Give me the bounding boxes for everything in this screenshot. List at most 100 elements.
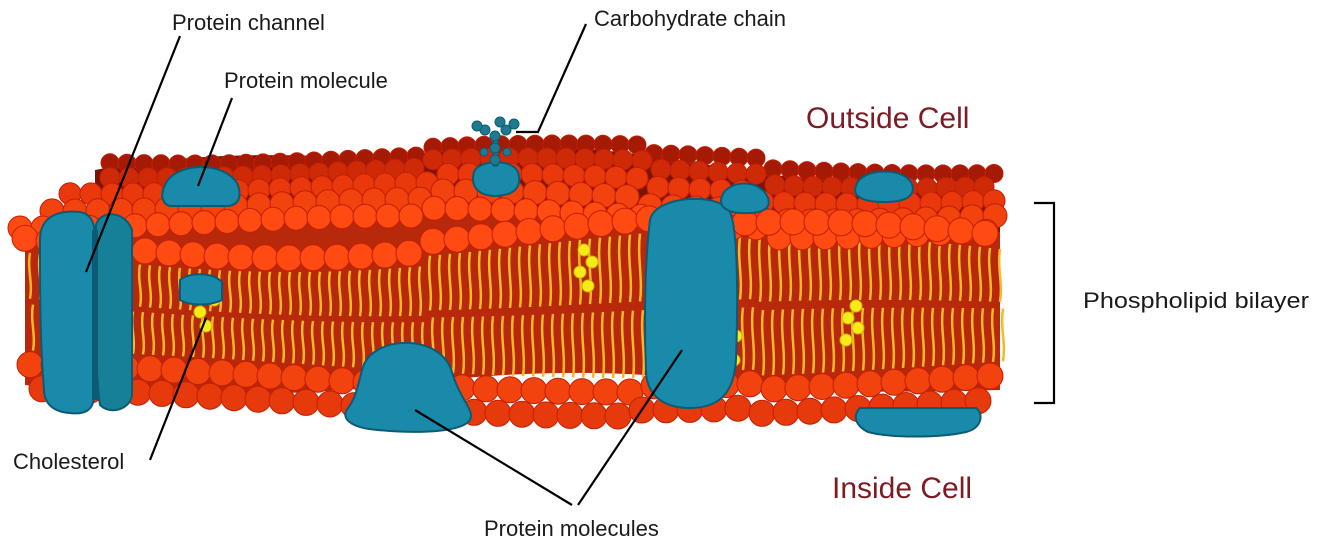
phospholipid-head: [468, 197, 492, 221]
phospholipid-head: [307, 206, 331, 230]
phospholipid-head: [300, 245, 326, 271]
phospholipid-head: [228, 244, 254, 270]
phospholipid-head: [749, 400, 775, 426]
phospholipid-head: [540, 216, 566, 242]
phospholipid-head: [780, 209, 806, 235]
phospholipid-head: [612, 208, 638, 234]
phospholipid-head: [245, 386, 271, 412]
phospholipid-head: [516, 219, 542, 245]
phospholipid-head: [444, 226, 470, 252]
phospholipid-head: [905, 368, 931, 394]
phospholipid-head: [473, 376, 499, 402]
phospholipid-head: [209, 360, 235, 386]
protein-molecule-top-right-b: [855, 171, 913, 202]
phospholipid-head: [545, 378, 571, 404]
phospholipid-head: [569, 379, 595, 405]
phospholipid-head: [12, 225, 38, 251]
phospholipid-head: [330, 205, 354, 229]
phospholipid-head: [376, 204, 400, 228]
phospholipid-head: [215, 210, 239, 234]
phospholipid-head: [581, 403, 607, 429]
phospholipid-head: [348, 243, 374, 269]
phospholipid-head: [746, 164, 766, 184]
phospholipid-head: [521, 378, 547, 404]
phospholipid-head: [756, 209, 782, 235]
phospholipid-head: [977, 363, 1003, 389]
phospholipid-head: [221, 385, 247, 411]
phospholipid-head: [564, 213, 590, 239]
leader-carbohydrate-chain: [516, 24, 586, 132]
protein-channel-left-half: [40, 212, 94, 414]
carbohydrate-chain-label: Carbohydrate chain: [594, 6, 786, 31]
protein-molecule-bottom-right: [856, 408, 981, 437]
phospholipid-head: [497, 377, 523, 403]
phospholipid-head: [533, 402, 559, 428]
phospholipid-head: [857, 371, 883, 397]
phospholipid-head: [422, 196, 446, 220]
cholesterol-label: Cholesterol: [13, 449, 124, 474]
phospholipid-head: [238, 208, 262, 232]
phospholipid-head: [269, 388, 295, 414]
phospholipid-head: [257, 363, 283, 389]
phospholipid-head: [252, 245, 278, 271]
phospholipid-head: [797, 398, 823, 424]
phospholipid-head: [833, 372, 859, 398]
protein-molecule-small: [180, 274, 222, 304]
bilayer-bracket: [1034, 203, 1054, 403]
phospholipid-head: [737, 371, 763, 397]
inside-cell-label: Inside Cell: [832, 472, 972, 505]
phospholipid-head: [509, 401, 535, 427]
phospholipid-head: [353, 204, 377, 228]
phospholipid-head: [293, 389, 319, 415]
phospholipid-head: [881, 369, 907, 395]
phospholipid-head: [180, 242, 206, 268]
phospholipid-head: [492, 221, 518, 247]
phospholipid-head: [132, 238, 158, 264]
phospholipid-head: [593, 379, 619, 405]
protein-molecule-label: Protein molecule: [224, 68, 388, 93]
phospholipid-head: [485, 400, 511, 426]
phospholipid-head: [828, 210, 854, 236]
phospholipid-head: [137, 356, 163, 382]
phospholipid-head: [204, 243, 230, 269]
phospholipid-head: [761, 376, 787, 402]
phospholipid-head: [468, 224, 494, 250]
phospholipid-bilayer-label: Phospholipid bilayer: [1083, 288, 1309, 313]
phospholipid-tail: [1002, 309, 1004, 362]
phospholipid-head: [804, 209, 830, 235]
phospholipid-head: [557, 402, 583, 428]
outside-cell-label: Outside Cell: [806, 102, 969, 135]
phospholipid-head: [948, 218, 974, 244]
phospholipid-head: [929, 366, 955, 392]
phospholipid-head: [233, 361, 259, 387]
phospholipid-head: [725, 395, 751, 421]
phospholipid-head: [146, 213, 170, 237]
phospholipid-head: [17, 352, 43, 378]
protein-channel-right-half: [95, 214, 132, 410]
phospholipid-head: [173, 382, 199, 408]
phospholipid-head: [261, 207, 285, 231]
phospholipid-head: [197, 383, 223, 409]
phospholipid-head: [324, 244, 350, 270]
phospholipid-head: [953, 365, 979, 391]
phospholipid-head: [900, 214, 926, 240]
phospholipid-head: [276, 245, 302, 271]
phospholipid-head: [876, 212, 902, 238]
glycoprotein-base: [473, 162, 519, 196]
phospholipid-head: [156, 240, 182, 266]
phospholipid-head: [821, 397, 847, 423]
phospholipid-head: [169, 212, 193, 236]
phospholipid-head: [149, 380, 175, 406]
phospholipid-head: [809, 374, 835, 400]
protein-molecules-label: Protein molecules: [484, 516, 659, 541]
phospholipid-head: [972, 220, 998, 246]
phospholipid-head: [317, 391, 343, 417]
phospholipid-head: [785, 375, 811, 401]
phospholipid-head: [399, 204, 423, 228]
phospholipid-head: [329, 368, 355, 394]
phospholipid-head: [924, 216, 950, 242]
phospholipid-head: [281, 365, 307, 391]
phospholipid-head: [588, 211, 614, 237]
phospholipid-head: [396, 240, 422, 266]
